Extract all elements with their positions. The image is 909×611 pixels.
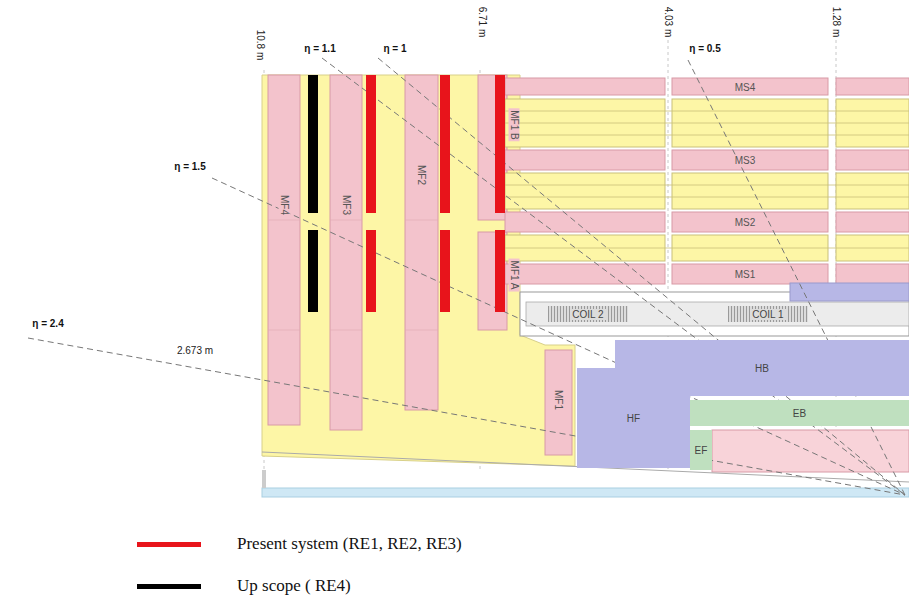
part-name: MF1 A (509, 259, 520, 292)
part-name: MF1 B (509, 108, 520, 141)
part-name: MS4 (733, 82, 758, 93)
dimension-label: 2.673 m (175, 345, 215, 356)
legend-row: Present system (RE1, RE2, RE3) (137, 534, 462, 554)
dimension-label: 10.8 m (255, 28, 266, 63)
legend-swatch (137, 584, 201, 589)
legend-swatch (137, 542, 201, 547)
detector-region: EB (690, 400, 909, 426)
region-label: HB (753, 363, 771, 374)
legend-row: Up scope ( RE4) (137, 576, 351, 596)
legend-text: Up scope ( RE4) (237, 576, 351, 596)
detector-region: HF (577, 368, 690, 468)
part-name: MS1 (733, 269, 758, 280)
eta-label: η = 0.5 (687, 43, 722, 54)
region-label: EF (693, 445, 710, 456)
region-label: HF (625, 413, 642, 424)
eta-label: η = 1.5 (172, 161, 207, 172)
detector-region: COIL 1 (728, 306, 808, 322)
region-label: COIL 1 (750, 309, 785, 320)
part-name: MF2 (416, 163, 427, 187)
dimension-label: 6.71 m (477, 5, 488, 40)
eta-label: η = 1.1 (302, 43, 337, 54)
part-name: MF1 (553, 388, 564, 412)
part-name: MS3 (733, 155, 758, 166)
region-label: COIL 2 (570, 309, 605, 320)
eta-label: η = 2.4 (30, 318, 65, 329)
detector-region: EF (690, 430, 712, 470)
legend-text: Present system (RE1, RE2, RE3) (237, 534, 462, 554)
eta-label: η = 1 (381, 43, 408, 54)
dimension-label: 1.28 m (831, 5, 842, 40)
dimension-label: 4.03 m (663, 5, 674, 40)
detector-region: COIL 2 (548, 306, 628, 322)
part-name: MF4 (279, 193, 290, 217)
region-label: EB (791, 408, 808, 419)
part-name: MS2 (733, 217, 758, 228)
part-name: MF3 (341, 193, 352, 217)
